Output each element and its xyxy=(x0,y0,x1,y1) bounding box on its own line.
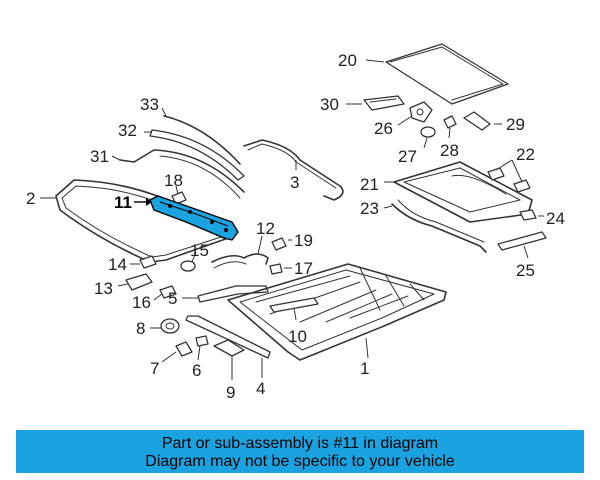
label-part-15: 15 xyxy=(190,241,209,260)
part-8-pulley xyxy=(150,318,180,334)
part-labels: 1 2 3 4 5 6 7 8 9 10 11 12 13 14 15 16 1… xyxy=(26,51,565,402)
label-part-30: 30 xyxy=(320,95,339,114)
part-10-deflector xyxy=(269,297,319,321)
part-3-trim xyxy=(243,139,344,201)
label-part-8: 8 xyxy=(136,319,145,338)
part-7-bracket xyxy=(161,341,193,363)
label-part-6: 6 xyxy=(192,361,201,380)
part-11-highlighted xyxy=(134,195,239,241)
label-part-29: 29 xyxy=(506,115,525,134)
part-14-clip xyxy=(130,255,157,269)
part-9-slider xyxy=(213,339,245,380)
part-12-cable xyxy=(211,235,269,269)
parts-diagram: 1 2 3 4 5 6 7 8 9 10 11 12 13 14 15 16 1… xyxy=(26,43,565,402)
label-part-16: 16 xyxy=(132,293,151,312)
label-part-11: 11 xyxy=(114,193,132,212)
label-part-33: 33 xyxy=(140,95,159,114)
part-22-clips xyxy=(487,159,531,193)
label-part-20: 20 xyxy=(338,51,357,70)
label-part-7: 7 xyxy=(150,359,159,378)
label-part-21: 21 xyxy=(360,175,379,194)
part-1-sunroof-frame xyxy=(227,263,447,361)
label-part-32: 32 xyxy=(118,121,137,140)
part-24-bracket xyxy=(519,209,544,221)
label-part-27: 27 xyxy=(398,147,417,166)
part-23-seal xyxy=(383,199,487,253)
label-part-5: 5 xyxy=(168,289,177,308)
part-28-clip xyxy=(443,115,457,139)
part-32-rail xyxy=(144,129,245,181)
label-part-31: 31 xyxy=(90,147,109,166)
label-part-13: 13 xyxy=(94,279,113,298)
part-13-switch xyxy=(117,273,153,291)
label-part-24: 24 xyxy=(546,209,565,228)
part-6-clip xyxy=(195,335,209,361)
label-part-18: 18 xyxy=(164,171,183,190)
part-17-cap xyxy=(269,263,292,275)
label-part-1: 1 xyxy=(360,359,369,378)
label-part-23: 23 xyxy=(360,199,379,218)
part-21-frame xyxy=(384,161,533,223)
part-27-knob xyxy=(420,126,436,149)
label-part-10: 10 xyxy=(288,327,307,346)
part-15-grommet xyxy=(180,251,197,272)
part-20-glass-panel xyxy=(365,43,509,105)
banner-line-disclaimer: Diagram may not be specific to your vehi… xyxy=(145,452,455,470)
part-33-rail xyxy=(161,107,241,165)
label-part-22: 22 xyxy=(516,145,535,164)
label-part-17: 17 xyxy=(294,259,313,278)
info-banner: Part or sub-assembly is #11 in diagram D… xyxy=(16,430,584,473)
part-5-guide xyxy=(182,285,269,303)
label-part-14: 14 xyxy=(108,255,127,274)
label-part-4: 4 xyxy=(256,379,265,398)
label-part-26: 26 xyxy=(374,119,393,138)
part-26-motor xyxy=(397,101,433,126)
part-2-seal-frame xyxy=(40,179,235,263)
part-31-seal xyxy=(111,149,245,199)
part-16-bracket xyxy=(153,285,177,301)
label-part-19: 19 xyxy=(294,231,313,250)
banner-line-part-number: Part or sub-assembly is #11 in diagram xyxy=(161,434,439,452)
part-29-link xyxy=(463,111,502,131)
part-19-cap xyxy=(271,237,292,251)
part-4-rail xyxy=(185,315,271,378)
label-part-9: 9 xyxy=(226,383,235,402)
label-part-25: 25 xyxy=(516,261,535,280)
part-30-bracket xyxy=(346,95,405,111)
part-25-strip xyxy=(497,231,547,259)
label-part-3: 3 xyxy=(290,173,299,192)
label-part-28: 28 xyxy=(440,141,459,160)
label-part-2: 2 xyxy=(26,189,35,208)
label-part-12: 12 xyxy=(256,219,275,238)
